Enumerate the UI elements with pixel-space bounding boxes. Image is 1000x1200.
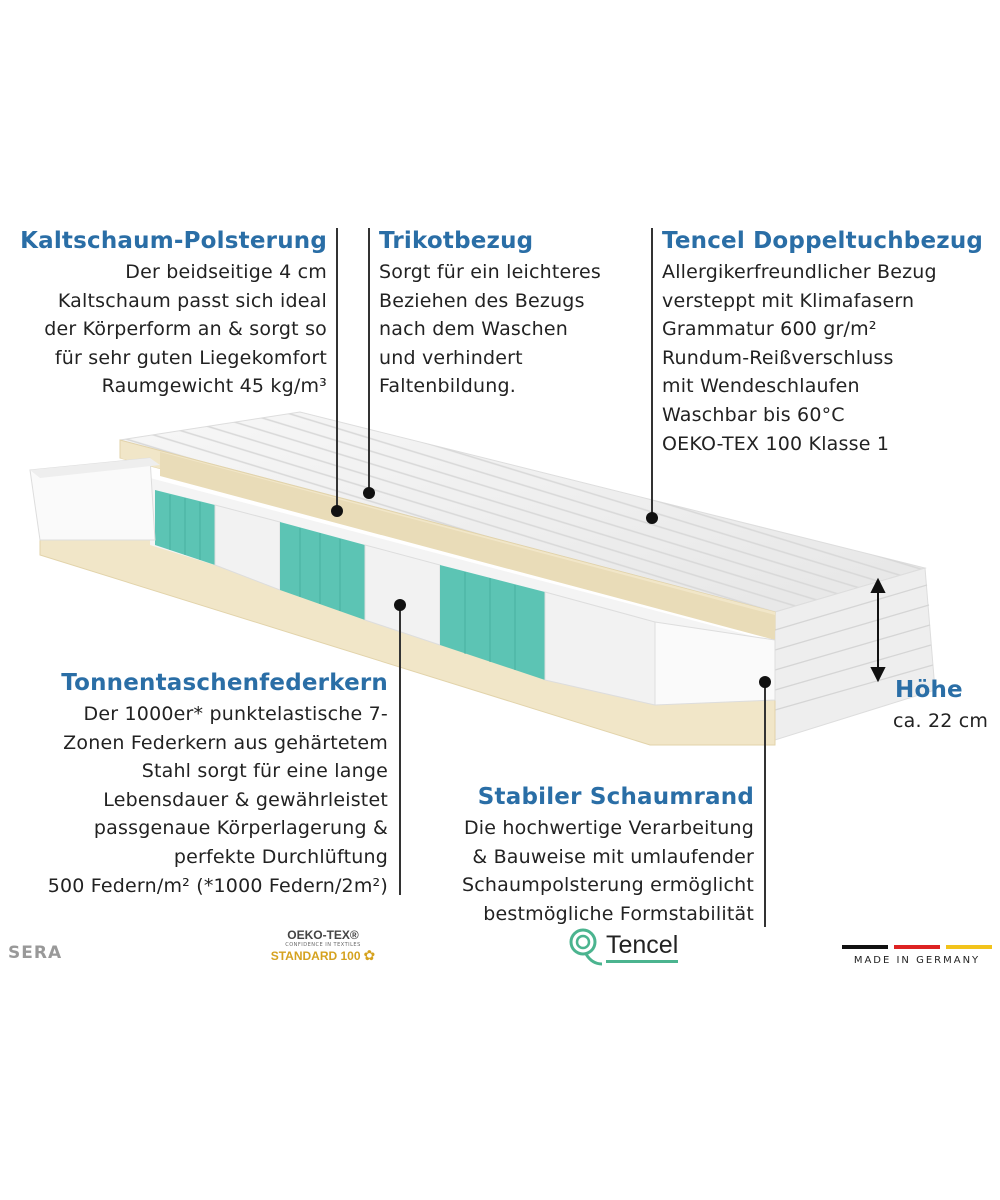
- callout-line: Lebensdauer & gewährleistet: [103, 788, 388, 811]
- callout-line: Der 1000er* punktelastische 7-: [83, 703, 388, 725]
- callout-kaltschaum: Kaltschaum-Polsterung Der beidseitige 4 …: [0, 226, 327, 401]
- callout-line: & Bauweise mit umlaufender: [472, 845, 754, 868]
- marker-dot-tencel: [646, 512, 658, 524]
- leader-line-tencel: [651, 228, 653, 518]
- callout-title: Höhe: [895, 677, 963, 703]
- edge-foam-front: [654, 621, 776, 706]
- callout-line: 500 Federn/m² (*1000 Federn/2m²): [47, 874, 388, 897]
- callout-line: Stahl sorgt für eine lange: [141, 760, 388, 783]
- callout-tencel: Tencel Doppeltuchbezug Allergikerfreundl…: [662, 226, 1000, 458]
- flower-icon: ✿: [363, 948, 376, 964]
- callout-line: Raumgewicht 45 kg/m³: [101, 375, 327, 398]
- callout-hoehe: Höhe ca. 22 cm: [893, 675, 1000, 736]
- tencel-leaf-icon: [569, 928, 602, 966]
- callout-line: Faltenbildung.: [379, 375, 516, 398]
- callout-line: Der beidseitige 4 cm: [125, 261, 327, 283]
- callout-line: der Körperform an & sorgt so: [44, 318, 327, 341]
- made-in-germany-text: MADE IN GERMANY: [853, 955, 981, 966]
- callout-line: mit Wendeschlaufen: [662, 375, 860, 398]
- marker-dot-kaltschaum: [331, 505, 343, 517]
- height-value: ca. 22 cm: [893, 710, 989, 732]
- callout-line: Kaltschaum passt sich ideal: [57, 289, 327, 312]
- marker-dot-trikot: [363, 487, 375, 499]
- oekotex-name: OEKO-TEX®: [287, 928, 359, 942]
- callout-line: bestmögliche Formstabilität: [483, 902, 754, 925]
- callout-line: Beziehen des Bezugs: [379, 289, 585, 312]
- leader-line-federkern: [399, 605, 401, 895]
- made-in-germany-badge: MADE IN GERMANY: [842, 945, 992, 966]
- callout-line: Allergikerfreundlicher Bezug: [662, 261, 937, 283]
- callout-line: OEKO-TEX 100 Klasse 1: [662, 432, 890, 455]
- callout-line: perfekte Durchlüftung: [173, 845, 388, 868]
- callout-line: Grammatur 600 gr/m²: [662, 318, 877, 341]
- oekotex-tagline: CONFIDENCE IN TEXTILES: [285, 942, 361, 948]
- callout-title: Kaltschaum-Polsterung: [20, 228, 327, 254]
- german-flag-stripes: [842, 945, 992, 949]
- callout-line: nach dem Waschen: [379, 318, 569, 341]
- callout-line: Sorgt für ein leichteres: [379, 261, 602, 283]
- callout-line: passgenaue Körperlagerung &: [93, 817, 388, 840]
- marker-dot-federkern: [394, 599, 406, 611]
- height-arrow: [870, 577, 886, 683]
- callout-line: Rundum-Reißverschluss: [662, 346, 894, 369]
- callout-federkern: Tonnentaschenfederkern Der 1000er* punkt…: [0, 668, 388, 900]
- brand-logo-sera: SERA: [8, 943, 63, 963]
- callout-title: Tonnentaschenfederkern: [61, 670, 388, 696]
- callout-schaumrand: Stabiler Schaumrand Die hochwertige Vera…: [394, 782, 754, 928]
- callout-line: und verhindert: [379, 346, 523, 369]
- callout-line: versteppt mit Klimafasern: [662, 289, 915, 312]
- callout-line: Die hochwertige Verarbeitung: [463, 817, 754, 839]
- callout-line: Schaumpolsterung ermöglicht: [462, 874, 754, 897]
- leader-line-kaltschaum: [336, 228, 338, 511]
- tencel-wordmark: Tencel: [606, 930, 679, 963]
- marker-dot-schaumrand: [759, 676, 771, 688]
- oekotex-logo: OEKO-TEX® CONFIDENCE IN TEXTILES STANDAR…: [258, 928, 388, 964]
- callout-title: Trikotbezug: [379, 228, 534, 254]
- callout-title: Stabiler Schaumrand: [477, 784, 754, 810]
- callout-title: Tencel Doppeltuchbezug: [662, 228, 984, 254]
- callout-line: Waschbar bis 60°C: [662, 403, 845, 426]
- tencel-logo: Tencel: [568, 926, 679, 966]
- oekotex-standard: STANDARD 100: [270, 949, 361, 963]
- callout-trikot: Trikotbezug Sorgt für ein leichteres Bez…: [379, 226, 649, 401]
- callout-line: Zonen Federkern aus gehärtetem: [63, 731, 388, 754]
- leader-line-schaumrand: [764, 682, 766, 927]
- leader-line-trikot: [368, 228, 370, 493]
- callout-line: für sehr guten Liegekomfort: [54, 346, 327, 369]
